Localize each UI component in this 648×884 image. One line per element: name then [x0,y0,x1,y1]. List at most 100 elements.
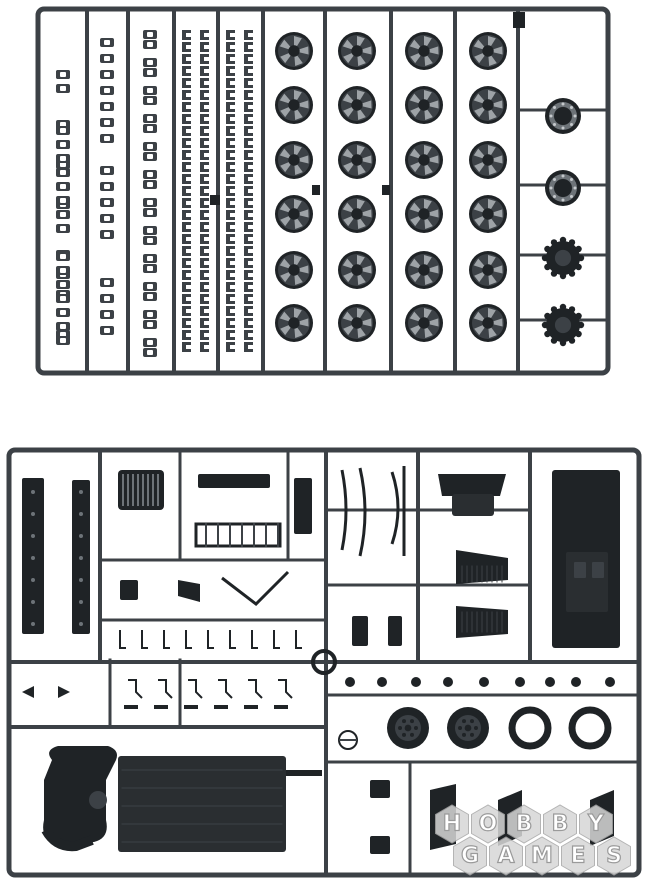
small-part [244,198,253,208]
hub-center [418,154,430,166]
track-link-hole [104,312,110,317]
small-part-body [200,198,209,208]
track-link-hole [147,144,153,149]
track-link-part [56,280,70,289]
sprue-gate-ring [311,649,337,675]
chassis-fender [41,827,94,852]
small-part-body [226,186,235,196]
track-link-hole [104,168,110,173]
hub-window [488,255,496,266]
hub-window [294,199,302,210]
wheel-hub-part [405,141,443,179]
track-link-hole [104,328,110,333]
small-part [182,330,191,340]
small-lever-part [163,630,170,649]
small-part-body [226,138,235,148]
track-link-part [100,38,114,47]
hub-window [357,255,365,266]
hub-window [294,90,302,101]
track-link-part [100,182,114,191]
small-part [226,330,235,340]
track-link-hole [60,296,66,301]
track-link-part [56,70,70,79]
hub-center [351,317,363,329]
knob-part [571,677,581,687]
wheel-hub-part [469,304,507,342]
track-link-part [143,152,157,161]
hub-window [429,265,439,274]
small-part [244,90,253,100]
small-part [182,102,191,112]
wheel-hub-part [469,251,507,289]
wheel-hub-part [338,304,376,342]
hub-window [294,218,303,229]
track-link-part [56,182,70,191]
lower-sprue-frame [6,447,642,878]
panel-frame-part [194,522,282,548]
hub-window [410,53,421,64]
hub-center [351,45,363,57]
sprue-tag [210,195,220,205]
small-part-body [226,30,235,40]
track-link-part [56,252,70,261]
wheel-hub-part [405,251,443,289]
small-part-body [200,234,209,244]
knob-part [345,677,355,687]
small-part [226,342,235,352]
track-link-hole [147,32,153,37]
hub-window [280,53,291,64]
hub-window [473,93,485,104]
track-link-hole [60,184,66,189]
small-lever-part [248,679,263,699]
grille-slot [142,474,144,506]
wheel-hub-part [275,141,313,179]
bracket-part [388,616,402,646]
watermark-letter: O [479,812,498,837]
small-part [182,186,191,196]
track-link-hole [147,210,153,215]
grille-slot [127,474,129,506]
small-part-body [182,30,191,40]
small-part-body [244,198,253,208]
small-part [200,150,209,160]
track-link-part [100,198,114,207]
hub-window [473,311,485,322]
track-link-part [56,140,70,149]
knob-part [515,677,525,687]
small-part [182,246,191,256]
bracket-part [370,836,390,854]
road-wheel-part [387,707,429,749]
hub-window [343,53,354,64]
small-lever-part [141,630,148,649]
small-part [182,234,191,244]
track-link-hole [104,104,110,109]
small-part [200,54,209,64]
small-part [200,330,209,340]
hub-window [362,155,372,164]
hub-window [424,164,433,175]
small-lever-part [251,630,258,649]
small-part-body [244,174,253,184]
small-part-body [200,126,209,136]
hub-window [362,209,372,218]
knob-part [443,677,453,687]
small-part-body [226,42,235,52]
track-link-part [56,308,70,317]
track-link-part [143,86,157,95]
track-link-hole [60,268,66,273]
watermark-hex-tile [489,836,523,876]
hub-window [299,265,309,274]
track-link-part [143,180,157,189]
track-link-hole [60,170,66,175]
small-part-body [182,162,191,172]
small-part-body [226,294,235,304]
small-part-body [200,138,209,148]
small-part [200,222,209,232]
small-part [226,234,235,244]
watermark-letter: H [443,812,461,837]
plate-rivet [79,578,83,582]
track-link-hole [147,88,153,93]
knob-part [411,677,421,687]
track-link-hole [60,122,66,127]
